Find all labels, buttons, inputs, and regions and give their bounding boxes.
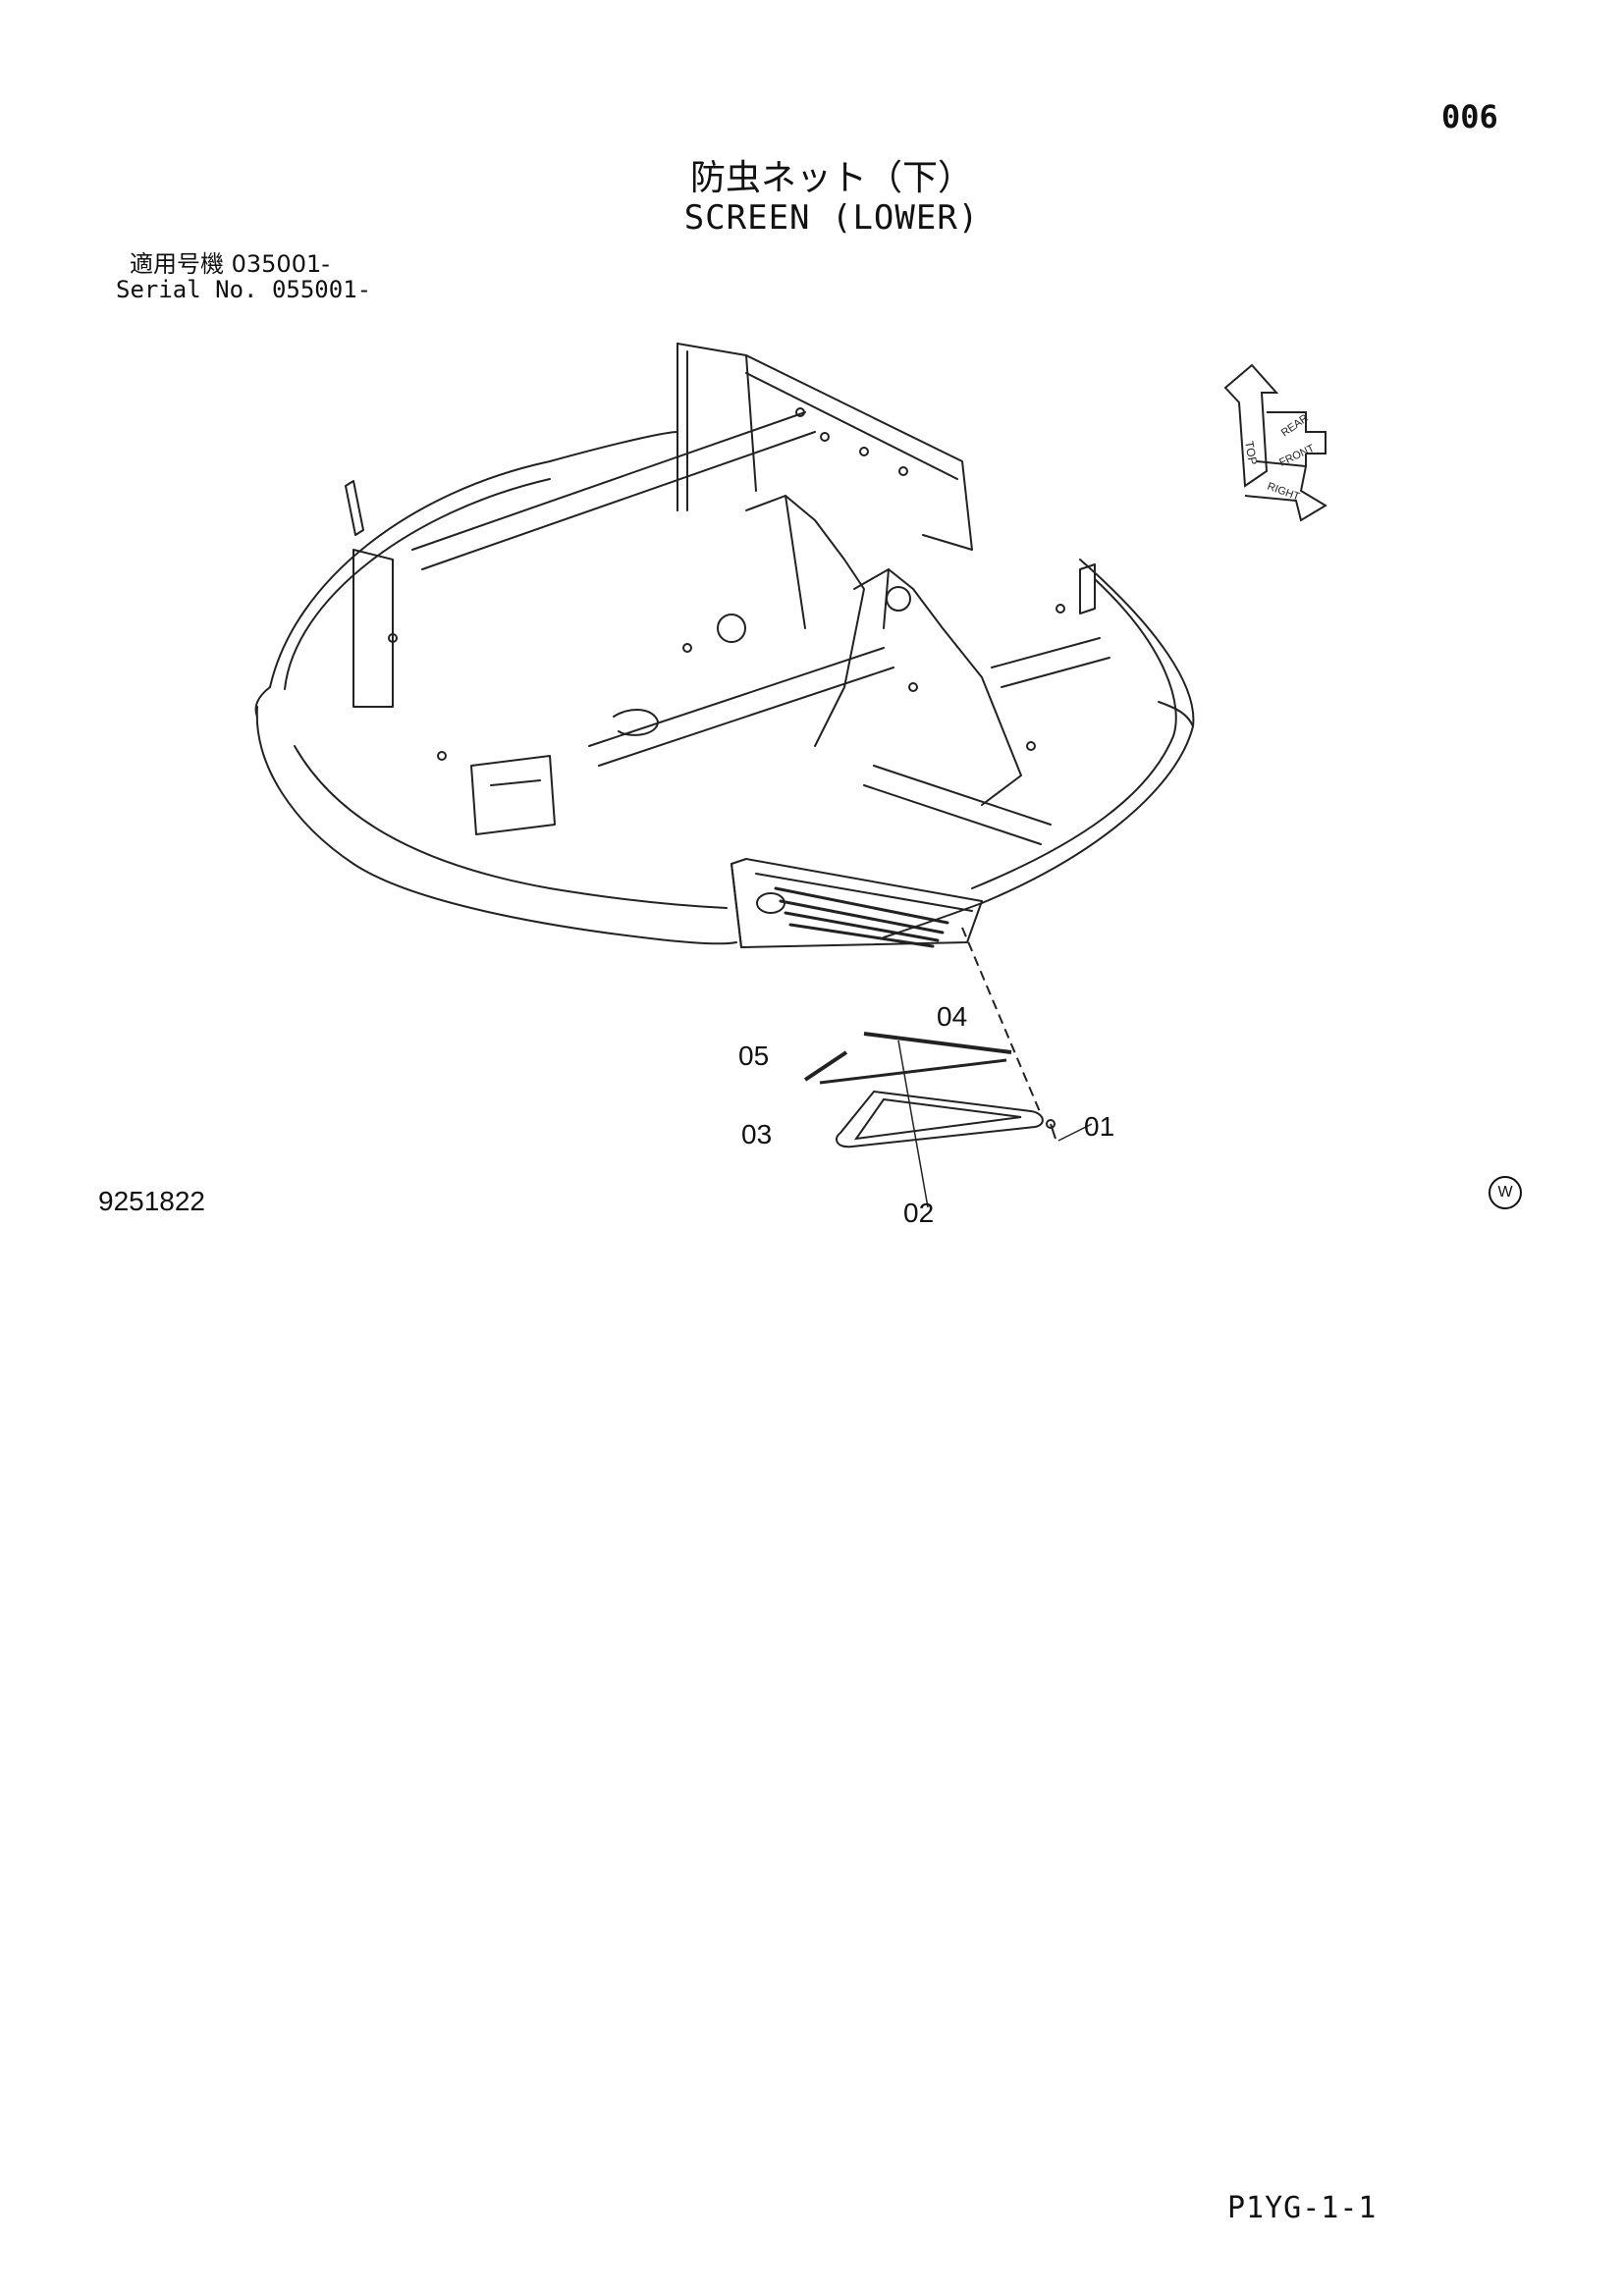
- drawing-number: 9251822: [98, 1186, 206, 1216]
- footer-code: P1YG-1-1: [1227, 2191, 1378, 2225]
- serial-range-japanese: 適用号機 035001-: [130, 250, 330, 278]
- callout-04: 04: [937, 1001, 968, 1032]
- svg-text:TOP: TOP: [1242, 440, 1260, 466]
- callout-01: 01: [1084, 1111, 1115, 1142]
- title-japanese: 防虫ネット（下）: [689, 158, 973, 198]
- part-04-strip: [863, 1032, 1012, 1054]
- screen-slats: [774, 886, 949, 948]
- exploded-leader: [961, 927, 1042, 1115]
- part-01-screw: [1046, 1119, 1056, 1129]
- w-mark-icon: W: [1489, 1176, 1522, 1209]
- callout-05: 05: [738, 1041, 770, 1071]
- callout-03: 03: [741, 1119, 773, 1149]
- serial-range-english: Serial No. 055001-: [116, 276, 372, 303]
- page-number: 006: [1441, 98, 1498, 135]
- orientation-indicator: TOP REAR FRONT RIGHT: [1223, 363, 1327, 522]
- exploded-screen-parts: [803, 927, 1093, 1208]
- part-03-strip: [819, 1058, 1007, 1085]
- part-05-strip: [803, 1050, 848, 1082]
- upperstructure-frame-drawing: [254, 343, 1195, 948]
- title-english: SCREEN (LOWER): [683, 198, 980, 238]
- callout-02: 02: [903, 1198, 935, 1228]
- part-02-frame: [836, 1090, 1044, 1148]
